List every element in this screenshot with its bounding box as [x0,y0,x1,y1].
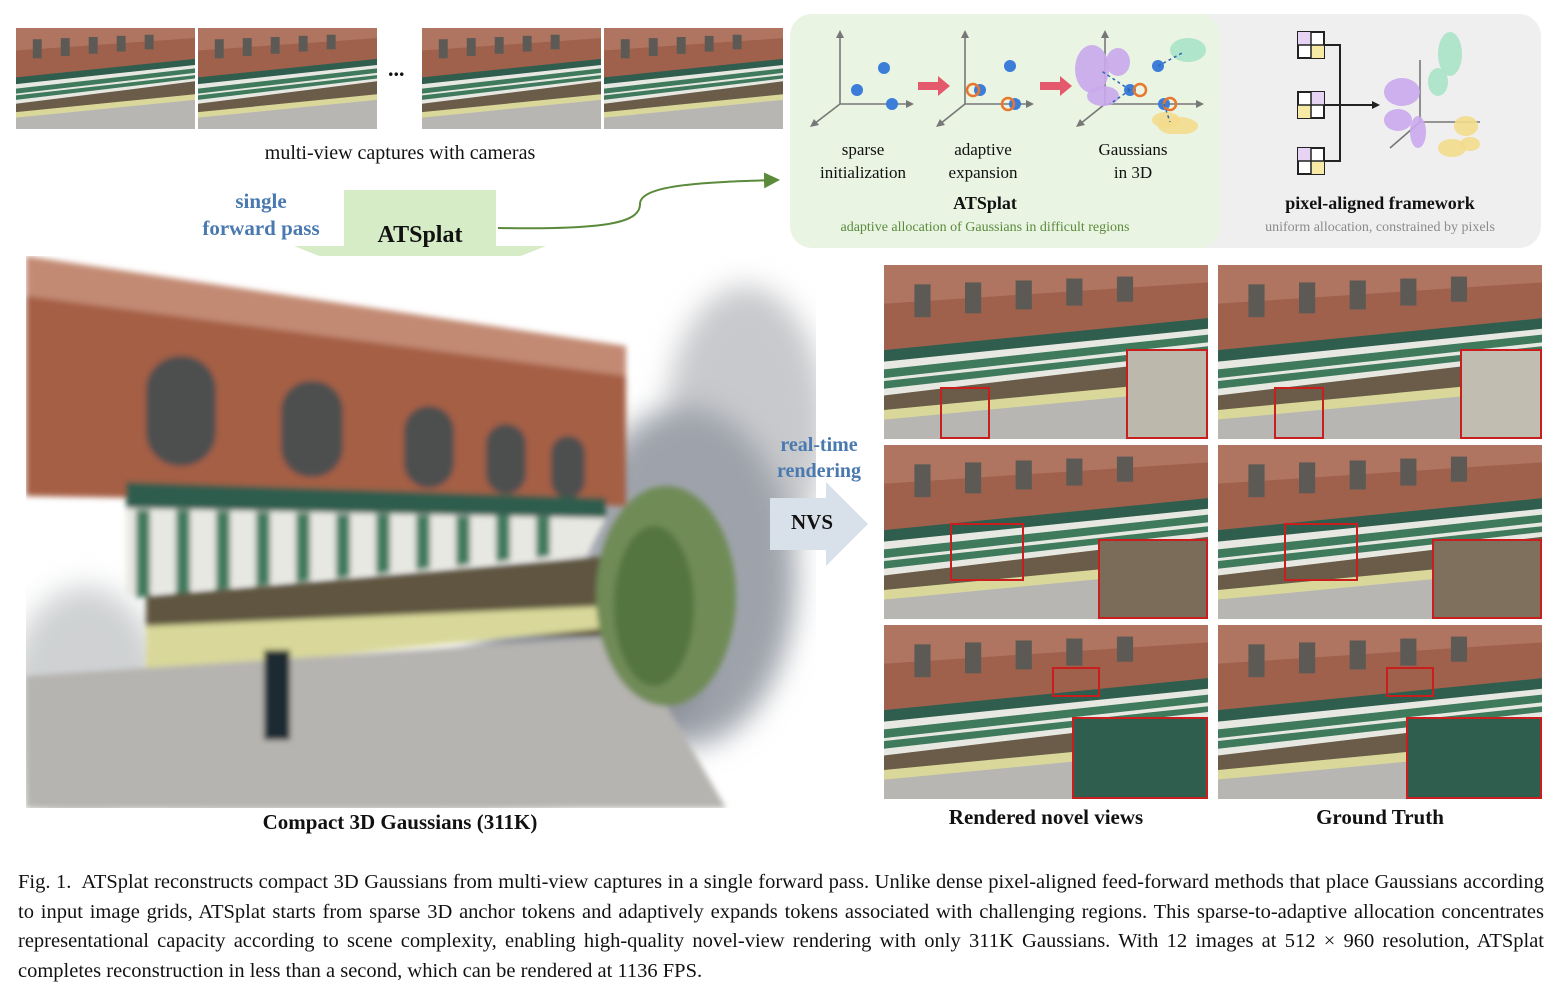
atsplat-panel-subtitle: adaptive allocation of Gaussians in diff… [840,220,1130,235]
zoom-inset [1098,539,1208,619]
single-forward-pass-label: single forward pass [186,188,336,242]
pixel-panel-subtitle: uniform allocation, constrained by pixel… [1265,220,1495,235]
single-pass-line2: forward pass [202,216,320,240]
highlight-box [1284,523,1358,581]
connector-arrow-icon [497,172,780,230]
zoom-inset [1126,349,1208,439]
realtime-line2: rendering [776,460,862,482]
step1-line1: sparse [841,140,885,159]
rendered-novel-views-label: Rendered novel views [948,805,1144,829]
zoom-inset [1460,349,1542,439]
highlight-box [1052,667,1100,697]
input-image-2 [198,28,377,129]
atsplat-diagram [810,30,1206,134]
rendered-view-1 [884,265,1208,439]
highlight-box [940,387,990,439]
pixel-aligned-diagram [1297,31,1480,175]
rendered-view-3 [884,625,1208,799]
highlight-box [1386,667,1434,697]
ground-truth-view-3 [1218,625,1542,799]
highlight-box [950,523,1024,581]
atsplat-panel-title: ATSplat [953,193,1017,213]
step2-label: adaptive expansion [928,138,1038,184]
pixel-aligned-panel [1190,14,1541,248]
compact-gaussians-render [26,256,816,808]
zoom-inset [1072,717,1208,799]
nvs-arrow-icon [770,482,868,566]
zoom-inset [1432,539,1542,619]
step3-label: Gaussians in 3D [1078,138,1188,184]
caption-prefix: Fig. 1. [18,871,72,893]
input-image-3 [422,28,601,129]
input-image-4 [604,28,783,129]
step1-line2: initialization [820,163,906,182]
ground-truth-label: Ground Truth [1316,805,1444,829]
step1-label: sparse initialization [805,138,921,184]
realtime-rendering-label: real-time rendering [756,432,882,484]
figure-caption: Fig. 1. ATSplat reconstructs compact 3D … [18,868,1544,986]
zoom-inset [1406,717,1542,799]
input-image-1 [16,28,195,129]
step2-line2: expansion [948,163,1018,182]
method-label: ATSplat [377,222,463,248]
ground-truth-view-1 [1218,265,1542,439]
highlight-box [1274,387,1324,439]
caption-text: ATSplat reconstructs compact 3D Gaussian… [18,871,1544,982]
step2-line1: adaptive [954,140,1012,159]
captures-label: multi-view captures with cameras [264,142,536,164]
single-pass-line1: single [235,189,287,213]
pixel-panel-title: pixel-aligned framework [1285,193,1475,213]
step3-line2: in 3D [1113,163,1153,182]
nvs-label: NVS [790,510,833,534]
compact-gaussians-label: Compact 3D Gaussians (311K) [262,810,538,834]
step3-line1: Gaussians [1098,140,1168,159]
rendered-view-2 [884,445,1208,619]
realtime-line1: real-time [780,434,858,456]
ellipsis: ... [388,56,405,81]
ground-truth-view-2 [1218,445,1542,619]
